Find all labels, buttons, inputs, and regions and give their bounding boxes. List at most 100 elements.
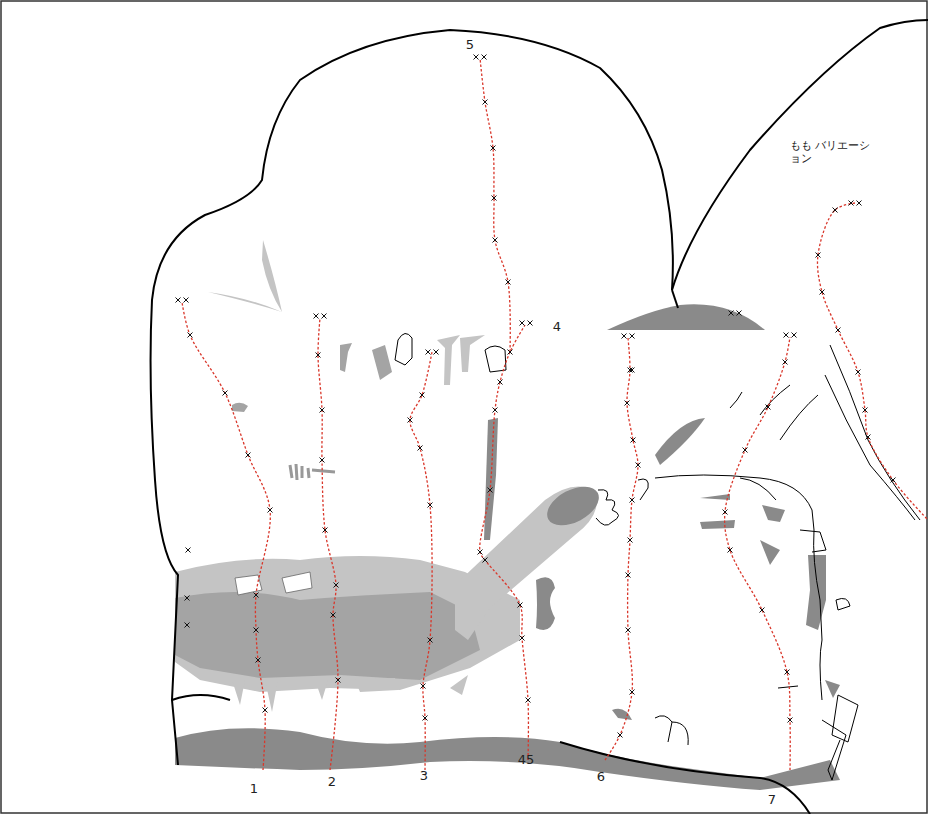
bolt-mark xyxy=(428,638,433,643)
bolt-mark xyxy=(788,718,793,723)
bolt-mark xyxy=(506,280,511,285)
bolt-mark xyxy=(728,548,733,553)
bolt-mark xyxy=(314,314,319,319)
bolt-mark xyxy=(188,333,193,338)
bolt-mark xyxy=(223,391,228,396)
bolt-mark xyxy=(478,550,483,555)
route-line xyxy=(605,338,638,760)
route-line xyxy=(480,58,510,352)
bolt-mark xyxy=(483,100,488,105)
bolt-mark xyxy=(184,298,189,303)
bolt-mark xyxy=(268,508,273,513)
route-line xyxy=(480,325,529,760)
route-number: 4 xyxy=(553,320,561,335)
bolt-mark xyxy=(891,478,896,483)
bolt-marks xyxy=(176,55,896,738)
bolt-mark xyxy=(816,253,821,258)
bolt-mark xyxy=(423,716,428,721)
bolt-mark xyxy=(783,360,788,365)
bolt-mark xyxy=(528,321,533,326)
bolt-mark xyxy=(420,393,425,398)
bolt-mark xyxy=(491,146,496,151)
route-number: 7 xyxy=(768,793,776,808)
bolt-mark xyxy=(185,596,190,601)
bolt-mark xyxy=(492,196,497,201)
bolt-mark xyxy=(331,613,336,618)
route-lines xyxy=(182,58,928,770)
bolt-mark xyxy=(493,238,498,243)
bolt-mark xyxy=(625,401,630,406)
bolt-mark xyxy=(863,408,868,413)
bolt-mark xyxy=(622,334,627,339)
bolt-mark xyxy=(857,201,862,206)
bolt-mark xyxy=(520,321,525,326)
bolt-mark xyxy=(185,623,190,628)
route-number: 5 xyxy=(466,38,474,53)
bolt-mark xyxy=(320,408,325,413)
bolt-mark xyxy=(792,333,797,338)
bolt-mark xyxy=(836,328,841,333)
bolt-mark xyxy=(630,690,635,695)
bolt-mark xyxy=(336,678,341,683)
bolt-mark xyxy=(760,608,765,613)
bolt-mark xyxy=(626,628,631,633)
bolt-mark xyxy=(737,311,742,316)
bolt-mark xyxy=(434,350,439,355)
route-number: 2 xyxy=(328,775,336,790)
route-number: 6 xyxy=(597,770,605,785)
bolt-mark xyxy=(186,548,191,553)
bolt-mark xyxy=(482,55,487,60)
variation-label: もも バリエーション xyxy=(790,140,874,165)
bolt-mark xyxy=(766,405,771,410)
route-line xyxy=(410,352,432,770)
bolt-mark xyxy=(849,201,854,206)
bolt-mark xyxy=(508,350,513,355)
bolt-mark xyxy=(246,453,251,458)
bolt-mark xyxy=(322,314,327,319)
rock-shading xyxy=(175,240,840,790)
bolt-mark xyxy=(254,593,259,598)
bolt-mark xyxy=(820,290,825,295)
bolt-mark xyxy=(474,55,479,60)
bolt-mark xyxy=(263,708,268,713)
bolt-mark xyxy=(254,628,259,633)
route-line xyxy=(182,302,270,770)
route-line xyxy=(725,337,791,770)
bolt-mark xyxy=(316,353,321,358)
crack-lines xyxy=(395,333,920,780)
route-number: 1 xyxy=(250,782,258,797)
bolt-mark xyxy=(628,538,633,543)
bolt-mark xyxy=(518,603,523,608)
bolt-mark xyxy=(421,684,426,689)
bolt-mark xyxy=(483,558,488,563)
rock-outline xyxy=(151,20,928,814)
bolt-mark xyxy=(320,458,325,463)
bolt-mark xyxy=(866,435,871,440)
bolt-mark xyxy=(498,380,503,385)
bolt-mark xyxy=(630,368,635,373)
bolt-mark xyxy=(618,733,623,738)
bolt-mark xyxy=(256,658,261,663)
bolt-mark xyxy=(784,333,789,338)
bolt-mark xyxy=(833,208,838,213)
route-number: 3 xyxy=(420,769,428,784)
bolt-mark xyxy=(176,298,181,303)
bolt-mark xyxy=(785,670,790,675)
bolt-mark xyxy=(526,698,531,703)
route-line xyxy=(318,318,338,770)
bolt-mark xyxy=(426,350,431,355)
bolt-mark xyxy=(493,408,498,413)
bolt-mark xyxy=(636,463,641,468)
bolt-mark xyxy=(631,438,636,443)
bolt-mark xyxy=(323,528,328,533)
bolt-mark xyxy=(334,583,339,588)
bolt-mark xyxy=(743,448,748,453)
bolt-mark xyxy=(418,446,423,451)
bolt-mark xyxy=(408,418,413,423)
bolt-mark xyxy=(723,510,728,515)
route-number: 45 xyxy=(518,753,535,768)
bolt-mark xyxy=(630,498,635,503)
bolt-mark xyxy=(729,311,734,316)
